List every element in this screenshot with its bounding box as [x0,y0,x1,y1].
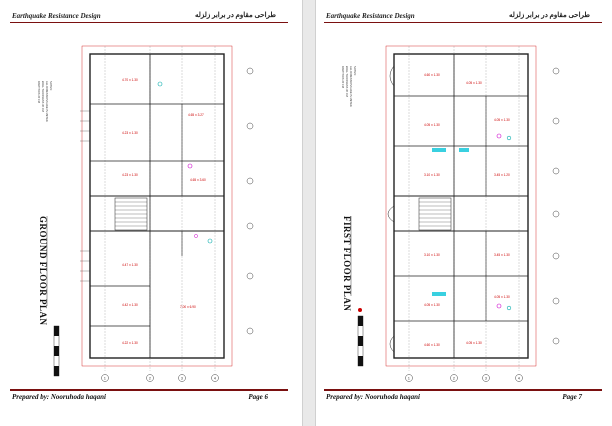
svg-text:4.22 x 1.30: 4.22 x 1.30 [122,341,138,345]
svg-text:PARTITION 20 CM: PARTITION 20 CM [341,66,345,88]
svg-text:WALL THICKNESS 30 CM: WALL THICKNESS 30 CM [41,81,45,112]
header-rule [10,22,288,23]
svg-text:1: 1 [104,377,106,381]
svg-text:4.05 x 1.30: 4.05 x 1.30 [424,123,440,127]
svg-text:4.65 x 3.60: 4.65 x 3.60 [190,178,206,182]
svg-text:4.65 x 3.27: 4.65 x 3.27 [188,113,204,117]
svg-text:3: 3 [181,377,183,381]
svg-text:3.45 x 1.20: 3.45 x 1.20 [494,173,510,177]
header-rule [324,22,602,23]
svg-text:1: 1 [408,377,410,381]
svg-text:NOTES:: NOTES: [49,81,53,91]
svg-text:4.70 x 1.30: 4.70 x 1.30 [122,78,138,82]
plan-svg: 4.70 x 1.30 4.23 x 1.30 4.23 x 1.30 4.65… [37,45,254,382]
svg-text:ALL DIMENSIONS ARE IN METER: ALL DIMENSIONS ARE IN METER [45,81,49,122]
svg-text:4.60 x 1.30: 4.60 x 1.30 [424,73,440,77]
svg-text:4.05 x 1.30: 4.05 x 1.30 [424,303,440,307]
header-title-en: Earthquake Resistance Design [12,12,101,20]
header-title-ar: طراحی مقاوم در برابر زلزله [194,11,276,19]
outer-wall [89,53,225,359]
svg-text:4.47 x 1.30: 4.47 x 1.30 [122,263,138,267]
svg-text:4.23 x 1.30: 4.23 x 1.30 [122,131,138,135]
svg-text:4.05 x 1.30: 4.05 x 1.30 [466,341,482,345]
page-6: Earthquake Resistance Design طراحی مقاوم… [4,8,294,418]
page-gutter [302,0,316,426]
footer-author: Prepared by: Nooruhoda haqani [12,393,106,401]
header-title-en: Earthquake Resistance Design [326,12,415,20]
header-title-ar: طراحی مقاوم در برابر زلزله [508,11,590,19]
svg-text:NOTES:: NOTES: [353,66,357,76]
drawing-title: FIRST FLOOR PLAN [342,216,352,311]
svg-text:ALL DIMENSIONS ARE IN METER: ALL DIMENSIONS ARE IN METER [349,66,353,107]
svg-text:4.42 x 1.30: 4.42 x 1.30 [122,303,138,307]
svg-text:4.23 x 1.30: 4.23 x 1.30 [122,173,138,177]
svg-text:4.05 x 1.30: 4.05 x 1.30 [466,81,482,85]
drawing-title: GROUND FLOOR PLAN [38,216,48,326]
dim-frame [81,45,233,367]
page-7: Earthquake Resistance Design طراحی مقاوم… [318,8,608,418]
svg-text:3.10 x 1.30: 3.10 x 1.30 [424,253,440,257]
plan-svg: 4.60 x 1.30 4.05 x 1.30 4.05 x 1.30 4.05… [341,45,560,382]
footer-rule [10,389,288,391]
footer-page-number: Page 7 [562,393,582,401]
svg-text:PARTITION 20 CM: PARTITION 20 CM [37,81,41,103]
svg-text:7.00 x 6.90: 7.00 x 6.90 [180,305,196,309]
svg-text:4.05 x 1.30: 4.05 x 1.30 [494,118,510,122]
first-floor-drawing: 4.60 x 1.30 4.05 x 1.30 4.05 x 1.30 4.05… [324,26,602,386]
footer-page-number: Page 6 [248,393,268,401]
svg-text:2: 2 [149,377,151,381]
ground-floor-drawing: 4.70 x 1.30 4.23 x 1.30 4.23 x 1.30 4.65… [10,26,288,386]
svg-text:4: 4 [518,377,520,381]
svg-text:2: 2 [453,377,455,381]
footer-author: Prepared by: Nooruhoda haqani [326,393,420,401]
svg-text:3.45 x 1.30: 3.45 x 1.30 [494,253,510,257]
svg-text:4.05 x 1.30: 4.05 x 1.30 [494,295,510,299]
svg-text:WALL THICKNESS 30 CM: WALL THICKNESS 30 CM [345,66,349,97]
svg-text:3.10 x 1.30: 3.10 x 1.30 [424,173,440,177]
footer-rule [324,389,602,391]
svg-text:4: 4 [214,377,216,381]
svg-text:4.60 x 1.30: 4.60 x 1.30 [424,343,440,347]
svg-text:3: 3 [485,377,487,381]
